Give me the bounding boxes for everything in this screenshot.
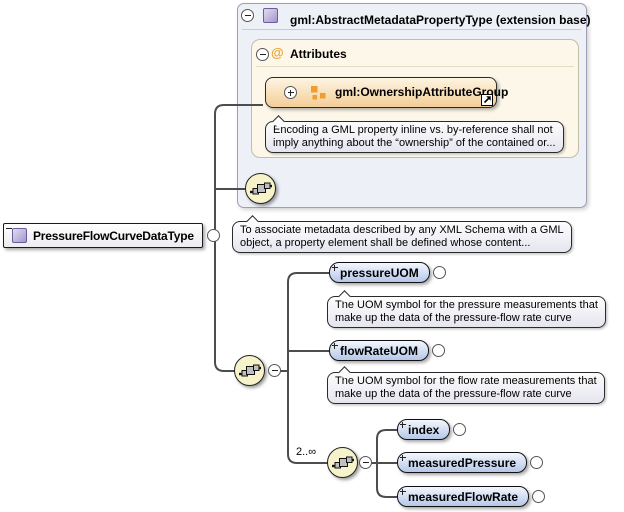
element-name: index — [408, 422, 440, 437]
base-sequence-compositor[interactable] — [245, 173, 276, 204]
element-pressure-uom[interactable]: pressureUOM — [329, 262, 430, 283]
element-measured-flow-rate-row: measuredFlowRate — [397, 486, 546, 507]
root-type-row: PressureFlowCurveDataType — [3, 223, 220, 248]
goto-definition-icon[interactable] — [481, 94, 493, 106]
element-name: flowRateUOM — [340, 343, 418, 358]
expand-toggle-index[interactable] — [453, 423, 467, 436]
element-measured-pressure-row: measuredPressure — [397, 452, 544, 473]
attributes-section[interactable]: @ Attributes gml:OwnershipAttributeGroup — [251, 39, 579, 158]
cardinality-label: 2..∞ — [296, 446, 317, 458]
element-name: measuredPressure — [408, 455, 517, 470]
element-pressure-uom-row: pressureUOM — [329, 262, 446, 283]
collapse-toggle-extension-base[interactable] — [241, 9, 254, 22]
collapse-toggle-root-type[interactable] — [206, 229, 220, 242]
element-name: pressureUOM — [340, 265, 419, 280]
attributes-separator — [256, 66, 574, 67]
element-flow-rate-uom[interactable]: flowRateUOM — [329, 340, 429, 361]
element-name: measuredFlowRate — [408, 489, 519, 504]
attribute-group-annotation: Encoding a GML property inline vs. by-re… — [265, 115, 564, 153]
attribute-group-box[interactable]: gml:OwnershipAttributeGroup — [265, 77, 508, 108]
expand-toggle-flow-rate-uom[interactable] — [432, 344, 445, 357]
complex-type-icon — [263, 8, 278, 23]
attributes-at-icon: @ — [271, 45, 284, 60]
expand-toggle-measured-pressure[interactable] — [530, 456, 544, 469]
element-index[interactable]: index — [397, 419, 451, 440]
collapse-toggle-attributes[interactable] — [256, 48, 269, 61]
tuple-sequence-compositor[interactable] — [327, 447, 358, 478]
collapse-toggle-main-sequence[interactable] — [268, 364, 281, 377]
expand-toggle-pressure-uom[interactable] — [432, 266, 446, 279]
sequence-branch-connector — [287, 272, 329, 464]
root-type-annotation: To associate metadata described by any X… — [232, 215, 572, 253]
element-index-row: index — [397, 419, 467, 440]
element-measured-flow-rate[interactable]: measuredFlowRate — [397, 486, 530, 507]
extension-base-box[interactable]: gml:AbstractMetadataPropertyType (extens… — [237, 3, 591, 208]
expand-toggle-attribute-group[interactable] — [284, 86, 297, 99]
flow-rate-uom-annotation: The UOM symbol for the flow rate measure… — [327, 366, 605, 404]
title-separator — [242, 29, 581, 30]
root-type-box[interactable]: PressureFlowCurveDataType — [3, 223, 203, 248]
expand-toggle-measured-flow-rate[interactable] — [532, 490, 546, 503]
element-measured-pressure[interactable]: measuredPressure — [397, 452, 528, 473]
attribute-group-icon — [311, 86, 326, 105]
attributes-label: Attributes — [290, 47, 347, 61]
complex-type-icon — [12, 228, 27, 243]
attribute-group-name: gml:OwnershipAttributeGroup — [335, 85, 509, 99]
element-flow-rate-uom-row: flowRateUOM — [329, 340, 445, 361]
extension-base-title: gml:AbstractMetadataPropertyType (extens… — [290, 13, 591, 27]
collapse-toggle-tuple-sequence[interactable] — [359, 456, 372, 469]
root-type-name: PressureFlowCurveDataType — [33, 228, 194, 243]
main-sequence-compositor[interactable] — [234, 355, 265, 386]
pressure-uom-annotation: The UOM symbol for the pressure measurem… — [327, 290, 606, 328]
